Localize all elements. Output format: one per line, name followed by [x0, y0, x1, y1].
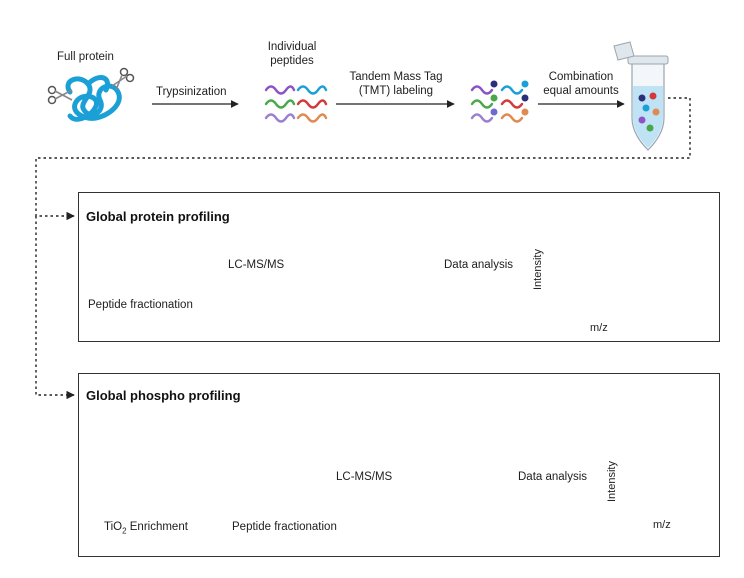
- combination-label-line2: equal amounts: [543, 85, 619, 97]
- phospho-data-analysis-label: Data analysis: [518, 471, 588, 483]
- phospho-lcms-label: LC-MS/MS: [336, 471, 393, 483]
- individual-peptides-icon: [264, 85, 328, 123]
- phospho-branch-connector: [35, 216, 75, 400]
- phospho-chart-y-label: Intensity: [606, 461, 618, 502]
- protein-panel-title: Global protein profiling: [86, 209, 230, 224]
- full-protein-icon: [65, 74, 122, 122]
- protein-fractionation-label: Peptide fractionation: [88, 299, 193, 311]
- protein-lcms-label: LC-MS/MS: [228, 259, 285, 271]
- labeled-peptides-icon: [470, 80, 529, 123]
- combination-label-line1: Combination: [548, 71, 614, 83]
- protein-chart-x-label: m/z: [590, 322, 608, 334]
- global-phospho-profiling-panel: [78, 373, 720, 557]
- trypsinization-label: Trypsinization: [156, 86, 227, 98]
- tmt-label-line2: (TMT) labeling: [358, 85, 434, 97]
- phospho-panel-title: Global phospho profiling: [86, 388, 241, 403]
- protein-chart-y-label: Intensity: [532, 249, 544, 290]
- phospho-fractionation-label: Peptide fractionation: [232, 521, 337, 533]
- scissors-icon: [47, 67, 135, 105]
- full-protein-label: Full protein: [57, 51, 114, 63]
- individual-peptides-label-line1: Individual: [267, 41, 317, 53]
- combined-sample-tube-icon: [613, 41, 669, 151]
- tio2-subscript: 2: [122, 526, 127, 536]
- tio2-prefix: TiO: [104, 521, 123, 533]
- phospho-chart-x-label: m/z: [653, 519, 671, 531]
- global-protein-profiling-panel: [78, 192, 720, 342]
- individual-peptides-label-line2: peptides: [270, 55, 314, 67]
- protein-branch-connector: [35, 97, 691, 221]
- tio2-enrichment-label: TiO2 Enrichment: [104, 520, 188, 538]
- tmt-label-line1: Tandem Mass Tag: [349, 71, 443, 83]
- protein-data-analysis-label: Data analysis: [444, 259, 514, 271]
- tio2-suffix: Enrichment: [126, 521, 188, 533]
